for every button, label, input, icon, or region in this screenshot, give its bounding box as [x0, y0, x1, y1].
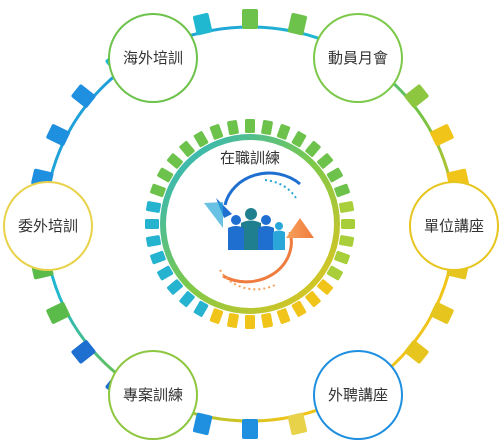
inner-gear-tooth: [193, 300, 209, 317]
inner-gear-tooth: [166, 279, 183, 295]
node-circle: [313, 13, 403, 103]
outer-gear-tooth: [430, 302, 454, 324]
inner-gear-tooth: [338, 201, 355, 213]
inner-gear-tooth: [145, 235, 162, 247]
node-circle: [108, 350, 198, 440]
inner-gear-tooth: [334, 183, 350, 198]
outer-gear-tooth: [287, 412, 308, 435]
inner-gear-tooth: [305, 140, 321, 157]
inner-gear-tooth: [179, 291, 195, 308]
node-circle: [313, 350, 403, 440]
inner-gear-tooth: [227, 119, 239, 136]
outer-gear-tooth: [430, 124, 454, 146]
inner-gear-tooth: [326, 265, 343, 281]
node-label: 外聘講座: [328, 386, 388, 404]
outer-gear-tooth: [192, 412, 213, 435]
inner-gear-tooth: [145, 201, 162, 213]
node-commissioned-training: 委外培訓: [3, 181, 93, 271]
center-title: 在職訓練: [220, 149, 280, 167]
node-unit-lecture: 單位講座: [409, 181, 499, 271]
node-special-project-training: 專案訓練: [108, 350, 198, 440]
inner-gear-tooth: [245, 315, 255, 329]
inner-gear-tooth: [326, 167, 343, 183]
node-external-lecture: 外聘講座: [313, 350, 403, 440]
inner-gear-tooth: [166, 153, 183, 169]
node-label: 專案訓練: [123, 386, 183, 404]
inner-gear-tooth: [157, 265, 174, 281]
inner-gear-tooth: [341, 219, 355, 229]
outer-gear-tooth: [404, 84, 429, 108]
cycle-arrow-orange-arc: [222, 231, 293, 284]
outer-gear-tooth: [46, 302, 70, 324]
center-block: 在職訓練: [204, 149, 314, 291]
node-mobilization-monthly-meeting: 動員月會: [313, 13, 403, 103]
inner-gear-tooth: [227, 312, 239, 329]
inner-gear-tooth: [209, 124, 224, 140]
node-label: 委外培訓: [18, 217, 78, 235]
inner-gear-tooth: [338, 235, 355, 247]
node-overseas-training: 海外培訓: [108, 13, 198, 103]
inner-gear-tooth: [150, 183, 166, 198]
node-label: 單位講座: [424, 217, 484, 235]
cycle-arrow-orange-head: [286, 218, 314, 238]
inner-gear-tooth: [317, 279, 334, 295]
outer-gear-tooth: [71, 340, 96, 364]
node-label: 海外培訓: [123, 49, 183, 67]
node-circle: [409, 181, 499, 271]
inner-gear-tooth: [157, 167, 174, 183]
inner-gear-tooth: [305, 291, 321, 308]
inner-gear-tooth: [276, 124, 291, 140]
outer-gear-tooth: [404, 340, 429, 364]
inner-gear-tooth: [145, 219, 159, 229]
outer-gear-tooth: [287, 13, 308, 36]
inner-gear-tooth: [261, 119, 273, 136]
outer-gear-tooth: [242, 419, 258, 439]
dotted-arc-bottom: [219, 269, 276, 291]
inner-gear-tooth: [150, 250, 166, 265]
inner-gear-tooth: [245, 119, 255, 133]
outer-gear-tooth: [46, 124, 70, 146]
inner-gear-tooth: [179, 140, 195, 157]
node-circle: [108, 13, 198, 103]
inner-gear-tooth: [209, 308, 224, 324]
inner-gear-tooth: [193, 131, 209, 148]
inner-gear-tooth: [261, 312, 273, 329]
node-label: 動員月會: [328, 49, 388, 67]
cycle-arrow-blue-fill: [204, 202, 223, 228]
inner-gear-tooth: [291, 131, 307, 148]
people-group-with-cycle-arrows-icon: [204, 171, 314, 291]
inner-gear-tooth: [291, 300, 307, 317]
outer-gear-tooth: [242, 9, 258, 29]
cycle-arrow-blue-arc: [223, 171, 301, 206]
people-figures: [228, 208, 285, 250]
node-circle: [3, 181, 93, 271]
outer-gear-tooth: [71, 84, 96, 108]
outer-gear-tooth: [192, 13, 213, 36]
inner-gear-tooth: [334, 250, 350, 265]
inner-gear-tooth: [276, 308, 291, 324]
inner-gear-tooth: [317, 153, 334, 169]
